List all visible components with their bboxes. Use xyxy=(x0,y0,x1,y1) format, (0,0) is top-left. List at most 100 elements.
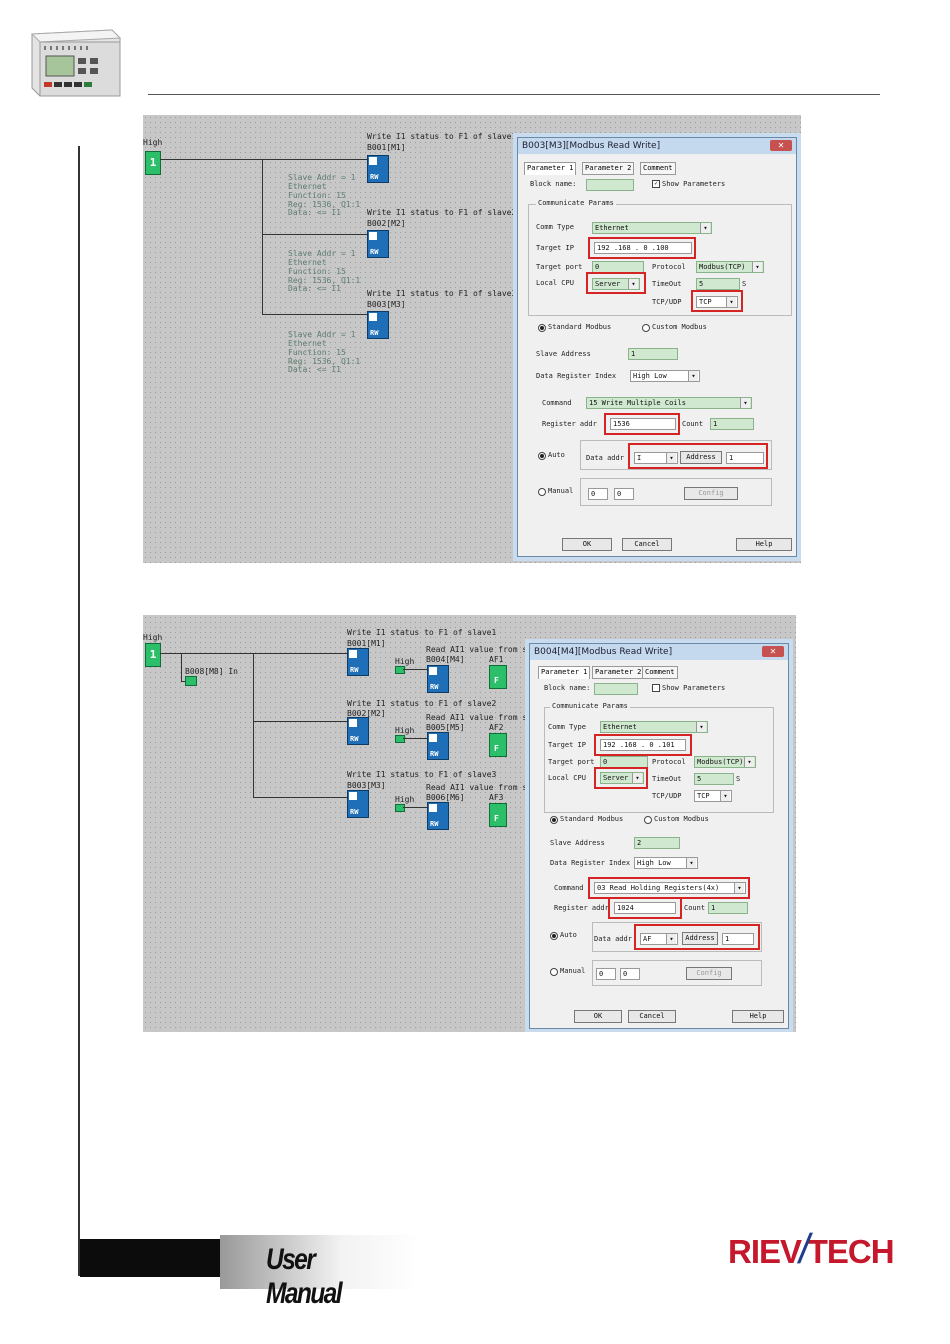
ok-button[interactable]: OK xyxy=(574,1010,622,1023)
modbus-block[interactable]: RW xyxy=(367,155,389,183)
protocol-select[interactable]: Modbus(TCP) xyxy=(696,261,764,273)
modbus-block-selected[interactable]: RW xyxy=(367,311,389,339)
tab-parameter-2[interactable]: Parameter 2 xyxy=(592,666,645,679)
tab-parameter-1[interactable]: Parameter 1 xyxy=(538,666,591,679)
high-input-block[interactable]: 1 xyxy=(145,643,161,667)
group-label: Communicate Params xyxy=(536,199,616,208)
command-select[interactable]: 03 Read Holding Registers(4x) xyxy=(594,882,746,894)
modbus-block[interactable]: RW xyxy=(347,790,369,818)
high-block[interactable] xyxy=(395,735,405,743)
slave-address-input[interactable]: 1 xyxy=(628,348,678,360)
high-block[interactable] xyxy=(395,804,405,812)
output-label: AF3 xyxy=(489,793,504,802)
standard-modbus-radio[interactable] xyxy=(538,324,546,332)
cancel-button[interactable]: Cancel xyxy=(622,538,672,551)
modbus-read-block[interactable]: RW xyxy=(427,665,449,693)
user-manual-label: User Manual xyxy=(266,1243,343,1310)
show-params-checkbox[interactable] xyxy=(652,684,660,692)
config-button[interactable]: Config xyxy=(686,967,732,980)
high-label: High xyxy=(395,726,415,735)
tab-parameter-1[interactable]: Parameter 1 xyxy=(524,162,577,175)
slave-address-input[interactable]: 2 xyxy=(634,837,680,849)
manual-radio[interactable] xyxy=(550,968,558,976)
highlight-box xyxy=(634,924,760,950)
modbus-block[interactable]: RW xyxy=(347,648,369,676)
tcpudp-select[interactable]: TCP xyxy=(694,790,732,802)
af-output-block[interactable]: F xyxy=(489,803,507,827)
register-addr-input[interactable]: 1024 xyxy=(614,902,676,914)
highlight-box xyxy=(628,443,768,469)
register-index-select[interactable]: High Low xyxy=(634,857,698,869)
block-name-input[interactable] xyxy=(594,683,638,695)
manual-input-b[interactable]: 0 xyxy=(614,488,634,500)
manual-input-a[interactable]: 0 xyxy=(588,488,608,500)
timeout-input[interactable]: 5 xyxy=(696,278,740,290)
high-input-block[interactable]: 1 xyxy=(145,151,161,175)
communicate-params-group xyxy=(544,707,774,813)
target-ip-input[interactable]: 192 .168 . 0 .100 xyxy=(594,242,692,254)
local-cpu-select[interactable]: Server xyxy=(592,278,640,290)
local-cpu-select[interactable]: Server xyxy=(600,772,644,784)
protocol-select[interactable]: Modbus(TCP) xyxy=(694,756,756,768)
block-id: B001[M1] xyxy=(347,639,386,648)
output-label: AF2 xyxy=(489,723,504,732)
custom-modbus-radio[interactable] xyxy=(644,816,652,824)
help-button[interactable]: Help xyxy=(736,538,792,551)
show-params-checkbox[interactable]: ✓ xyxy=(652,180,660,188)
register-addr-input[interactable]: 1536 xyxy=(610,418,676,430)
tcpudp-select[interactable]: TCP xyxy=(696,296,738,308)
manual-radio[interactable] xyxy=(538,488,546,496)
register-index-select[interactable]: High Low xyxy=(630,370,700,382)
data-addr-select[interactable]: I xyxy=(634,452,678,464)
modbus-read-block[interactable]: RW xyxy=(427,802,449,830)
af-output-block[interactable]: F xyxy=(489,665,507,689)
close-icon[interactable]: ✕ xyxy=(762,646,784,657)
tab-comment[interactable]: Comment xyxy=(640,162,676,175)
screenshot-2: High 1 B008[M8] In Write I1 status to F1… xyxy=(143,615,796,1032)
manual-input-a[interactable]: 0 xyxy=(596,968,616,980)
b008-block[interactable] xyxy=(185,676,197,686)
tcpudp-label: TCP/UDP xyxy=(652,792,682,800)
block-title: Write I1 status to F1 of slave1 xyxy=(347,628,497,637)
standard-modbus-radio[interactable] xyxy=(550,816,558,824)
config-button[interactable]: Config xyxy=(684,487,738,500)
timeout-input[interactable]: 5 xyxy=(694,773,734,785)
param-line: Function: 15 xyxy=(288,348,346,357)
param-line: Function: 15 xyxy=(288,191,346,200)
modbus-block[interactable]: RW xyxy=(347,717,369,745)
auto-radio[interactable] xyxy=(550,932,558,940)
modbus-block[interactable]: RW xyxy=(367,230,389,258)
local-cpu-label: Local CPU xyxy=(536,279,574,287)
address-input[interactable]: 1 xyxy=(722,933,754,945)
comm-type-select[interactable]: Ethernet xyxy=(600,721,708,733)
tab-parameter-2[interactable]: Parameter 2 xyxy=(582,162,635,175)
address-button[interactable]: Address xyxy=(680,451,722,464)
help-button[interactable]: Help xyxy=(732,1010,784,1023)
tab-comment[interactable]: Comment xyxy=(642,666,678,679)
register-addr-label: Register addr xyxy=(554,904,609,912)
command-label: Command xyxy=(554,884,584,892)
auto-radio[interactable] xyxy=(538,452,546,460)
address-input[interactable]: 1 xyxy=(726,452,764,464)
manual-input-b[interactable]: 0 xyxy=(620,968,640,980)
block-name-label: Block name: xyxy=(530,180,577,188)
block-id: B002[M2] xyxy=(347,709,386,718)
target-ip-input[interactable]: 192 .168 . 0 .101 xyxy=(600,739,686,751)
count-input[interactable]: 1 xyxy=(708,902,748,914)
close-icon[interactable]: ✕ xyxy=(770,140,792,151)
auto-group xyxy=(592,922,762,952)
af-output-block[interactable]: F xyxy=(489,733,507,757)
high-block[interactable] xyxy=(395,666,405,674)
block-name-input[interactable] xyxy=(586,179,634,191)
cancel-button[interactable]: Cancel xyxy=(628,1010,676,1023)
highlight-box xyxy=(594,767,648,789)
data-addr-select[interactable]: AF xyxy=(640,933,678,945)
count-input[interactable]: 1 xyxy=(710,418,754,430)
modbus-read-block[interactable]: RW xyxy=(427,732,449,760)
custom-modbus-radio[interactable] xyxy=(642,324,650,332)
header-rule xyxy=(148,94,880,95)
comm-type-select[interactable]: Ethernet xyxy=(592,222,712,234)
command-select[interactable]: 15 Write Multiple Coils xyxy=(586,397,752,409)
address-button[interactable]: Address xyxy=(682,932,718,945)
ok-button[interactable]: OK xyxy=(562,538,612,551)
